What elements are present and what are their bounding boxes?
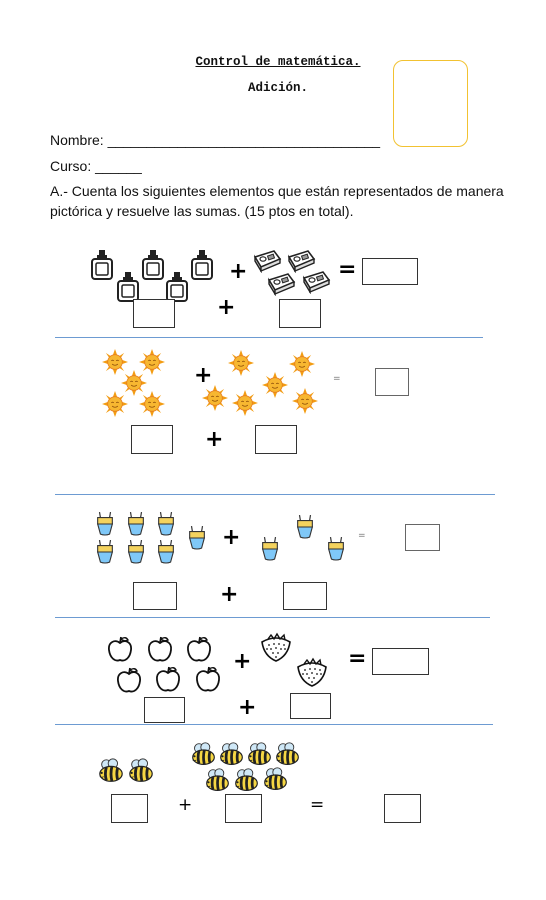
bee-icon (233, 768, 260, 793)
plus-sign: + (194, 363, 213, 388)
swimsuit-icon (125, 540, 147, 564)
section-divider (55, 724, 493, 725)
plus-sign: + (205, 427, 224, 452)
answer-box-left[interactable] (131, 425, 173, 454)
bee-icon (262, 767, 289, 792)
swimsuit-icon (294, 515, 316, 539)
instructions-line-2: pictórica y resuelve las sumas. (15 ptos… (50, 203, 354, 219)
glue-bottle-icon (190, 250, 214, 280)
equals-sign: = (310, 795, 325, 815)
swimsuit-icon (155, 512, 177, 536)
swimsuit-icon (94, 540, 116, 564)
answer-box-total[interactable] (375, 368, 409, 396)
answer-box-total[interactable] (362, 258, 418, 285)
equals-sign: = (333, 374, 341, 384)
answer-box-total[interactable] (405, 524, 440, 551)
bee-icon (127, 758, 155, 784)
sharpener-icon (252, 249, 282, 273)
name-field[interactable]: Nombre: ________________________________… (50, 132, 381, 148)
answer-box-right[interactable] (283, 582, 327, 610)
sun-icon (228, 350, 254, 376)
equals-sign: = (338, 257, 357, 282)
section-divider (55, 494, 495, 495)
section-divider (55, 337, 483, 338)
plus-sign: + (229, 259, 248, 284)
swimsuit-icon (155, 540, 177, 564)
sharpener-icon (301, 270, 331, 294)
plus-sign: + (217, 295, 236, 320)
apple-icon (106, 636, 134, 664)
swimsuit-icon (94, 512, 116, 536)
plus-sign: + (233, 649, 252, 674)
answer-box-right[interactable] (255, 425, 297, 454)
plus-sign: + (220, 582, 239, 607)
sharpener-icon (266, 272, 296, 296)
bee-icon (246, 742, 273, 767)
sun-icon (139, 391, 165, 417)
glue-bottle-icon (90, 250, 114, 280)
answer-box-left[interactable] (133, 582, 177, 610)
apple-icon (146, 636, 174, 664)
grade-box[interactable] (393, 60, 468, 147)
swimsuit-icon (186, 526, 208, 550)
glue-bottle-icon (141, 250, 165, 280)
instructions-line-1: A.- Cuenta los siguientes elementos que … (50, 183, 504, 199)
swimsuit-icon (325, 537, 347, 561)
sun-icon (292, 388, 318, 414)
bee-icon (274, 742, 301, 767)
answer-box-total[interactable] (372, 648, 429, 675)
bee-icon (190, 742, 217, 767)
sun-icon (202, 385, 228, 411)
plus-sign: + (222, 525, 241, 550)
answer-box-right[interactable] (290, 693, 331, 719)
equals-sign: = (358, 531, 366, 541)
course-field[interactable]: Curso: ______ (50, 158, 142, 174)
sun-icon (289, 351, 315, 377)
plus-sign: + (178, 795, 193, 815)
page-subtitle: Adición. (247, 81, 308, 95)
glue-bottle-icon (116, 272, 140, 302)
section-divider (55, 617, 490, 618)
strawberry-icon (294, 657, 330, 687)
answer-box-left[interactable] (133, 299, 175, 328)
sun-icon (232, 390, 258, 416)
apple-icon (115, 667, 143, 695)
page-title: Control de matemática. (195, 55, 361, 69)
sun-icon (102, 391, 128, 417)
plus-sign: + (238, 695, 257, 720)
sun-icon (262, 372, 288, 398)
swimsuit-icon (259, 537, 281, 561)
strawberry-icon (258, 632, 294, 662)
answer-box-left[interactable] (144, 697, 185, 723)
answer-box-right[interactable] (225, 794, 262, 823)
answer-box-left[interactable] (111, 794, 148, 823)
bee-icon (97, 758, 125, 784)
apple-icon (194, 666, 222, 694)
swimsuit-icon (125, 512, 147, 536)
bee-icon (218, 742, 245, 767)
answer-box-right[interactable] (279, 299, 321, 328)
apple-icon (154, 666, 182, 694)
glue-bottle-icon (165, 272, 189, 302)
apple-icon (185, 636, 213, 664)
bee-icon (204, 768, 231, 793)
equals-sign: = (348, 646, 367, 671)
answer-box-total[interactable] (384, 794, 421, 823)
